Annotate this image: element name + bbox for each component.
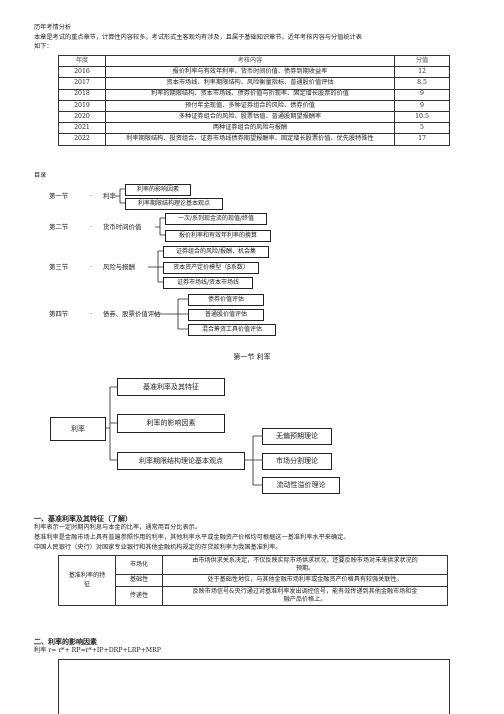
- paragraph: 中国人民银行（央行）对国家专业银行和其他金融机构规定的存贷款利率为我国基准利率。: [34, 544, 282, 551]
- intro-heading: 历年考情分析: [34, 24, 72, 31]
- table-frame: [58, 659, 450, 714]
- cell-year: 2022: [58, 133, 106, 146]
- directory-item: 利率的影响因素: [125, 184, 191, 196]
- intro-text-2: 如下：: [34, 43, 53, 50]
- directory-item: 资本资产定价模型（β系数）: [163, 262, 259, 274]
- desc-line: 预期。: [295, 565, 315, 573]
- benchmark-features-table: 基准利率的特 征 市场化 由市场供求关系决定，不仅反映实际市场供求状况，还要反映…: [58, 554, 448, 607]
- feature-name: 传递性: [115, 585, 163, 607]
- feature-name: 市场化: [115, 554, 163, 576]
- mindmap-leaf: 市场分割理论: [262, 453, 332, 470]
- row-label-line: 征: [83, 580, 91, 588]
- feature-desc: 反映市场信号&央行通过对基准利率发出调控信号，能有效传递到其他金融市场和金融产品…: [162, 585, 448, 607]
- directory-item: 混合筹资工具价值评估: [188, 324, 276, 336]
- feature-desc: 由市场供求关系决定，不仅反映实际市场供求状况，还要反映市场对未来供求状况的预期。: [162, 554, 448, 576]
- feature-name: 基础性: [115, 574, 163, 587]
- desc-line: 融产品价格上。: [283, 595, 327, 603]
- directory-title: 目录: [34, 172, 47, 179]
- mindmap-branch: 基准利率及其特征: [117, 378, 225, 396]
- desc-line: 由市场供求关系决定，不仅反映实际市场供求状况，还要反映市场对未来供求状况的: [192, 557, 418, 564]
- intro-text: 本章是考试的重点章节，计算性内容较多。考试形式主客观均有涉及，且属于基础知识章节…: [34, 34, 362, 41]
- section-2-number: 第二节: [49, 223, 69, 231]
- section-1-name: 利率: [103, 192, 116, 200]
- formula: 利率 r= r*+ RP=r*+IP+DRP+LRP+MRP: [34, 647, 161, 654]
- directory-item: 一次/系列现金流的现值/终值: [165, 213, 267, 225]
- section-title: 第一节 利率: [233, 353, 271, 361]
- section-1-number: 第一节: [49, 192, 69, 200]
- mindmap-root: 利率: [50, 417, 106, 441]
- desc-line: 反映市场信号&央行通过对基准利率发出调控信号，能有效传递到其他金融市场和金: [192, 587, 418, 595]
- table-row: 传递性 反映市场信号&央行通过对基准利率发出调控信号，能有效传递到其他金融市场和…: [59, 585, 448, 607]
- part1-heading: 一、基准利率及其特征（了解）: [34, 514, 132, 523]
- dot-separator: ·: [90, 223, 93, 231]
- section-3-name: 风险与报酬: [103, 263, 135, 271]
- row-group-label: 基准利率的特 征: [58, 554, 116, 607]
- directory-item: 证券组合的风险/报酬、机会集: [163, 246, 269, 258]
- directory-item: 利率期限结构理论基本观点: [125, 198, 223, 210]
- directory-item: 债券价值评估: [188, 294, 264, 306]
- cell-score: 5: [394, 122, 450, 135]
- section-3-number: 第三节: [49, 263, 69, 271]
- feature-desc: 处于基础性地位，与其他金融市场利率或金融资产价格具有较强关联性。: [162, 574, 448, 587]
- section-2-name: 货币时间价值: [103, 223, 142, 231]
- table-row: 基准利率的特 征 市场化 由市场供求关系决定，不仅反映实际市场供求状况，还要反映…: [58, 554, 448, 607]
- dot-separator: ·: [90, 310, 93, 318]
- part2-heading: 二、利率的影响因素: [34, 637, 97, 646]
- directory-item: 证券市场线/资本市场线: [163, 277, 253, 289]
- mindmap-leaf: 无偏预期理论: [262, 428, 332, 445]
- cell-score: 17: [394, 133, 450, 146]
- paragraph: 利率表示一定时期内利息与本金的比率，通常用百分比表示。: [34, 524, 202, 531]
- section-4-name: 债券、股票价值评估: [103, 310, 161, 318]
- directory-item: 普通股价值评估: [188, 309, 264, 321]
- dot-separator: ·: [90, 192, 93, 200]
- dot-separator: ·: [90, 263, 93, 271]
- mindmap-leaf: 流动性溢价理论: [262, 477, 340, 494]
- mindmap-branch: 利率期限结构理论基本观点: [117, 452, 245, 470]
- section-4-number: 第四节: [49, 310, 69, 318]
- paragraph: 基准利率是金融市场上具有普遍参照作用的利率，其他利率水平或金融资产价格均可根据这…: [34, 534, 350, 541]
- row-label-line: 基准利率的特: [68, 572, 106, 580]
- mindmap-branch: 利率的影响因素: [117, 414, 225, 433]
- directory-item: 报价利率和有效年利率的换算: [165, 230, 271, 242]
- table-row: 基础性 处于基础性地位，与其他金融市场利率或金融资产价格具有较强关联性。: [59, 574, 448, 587]
